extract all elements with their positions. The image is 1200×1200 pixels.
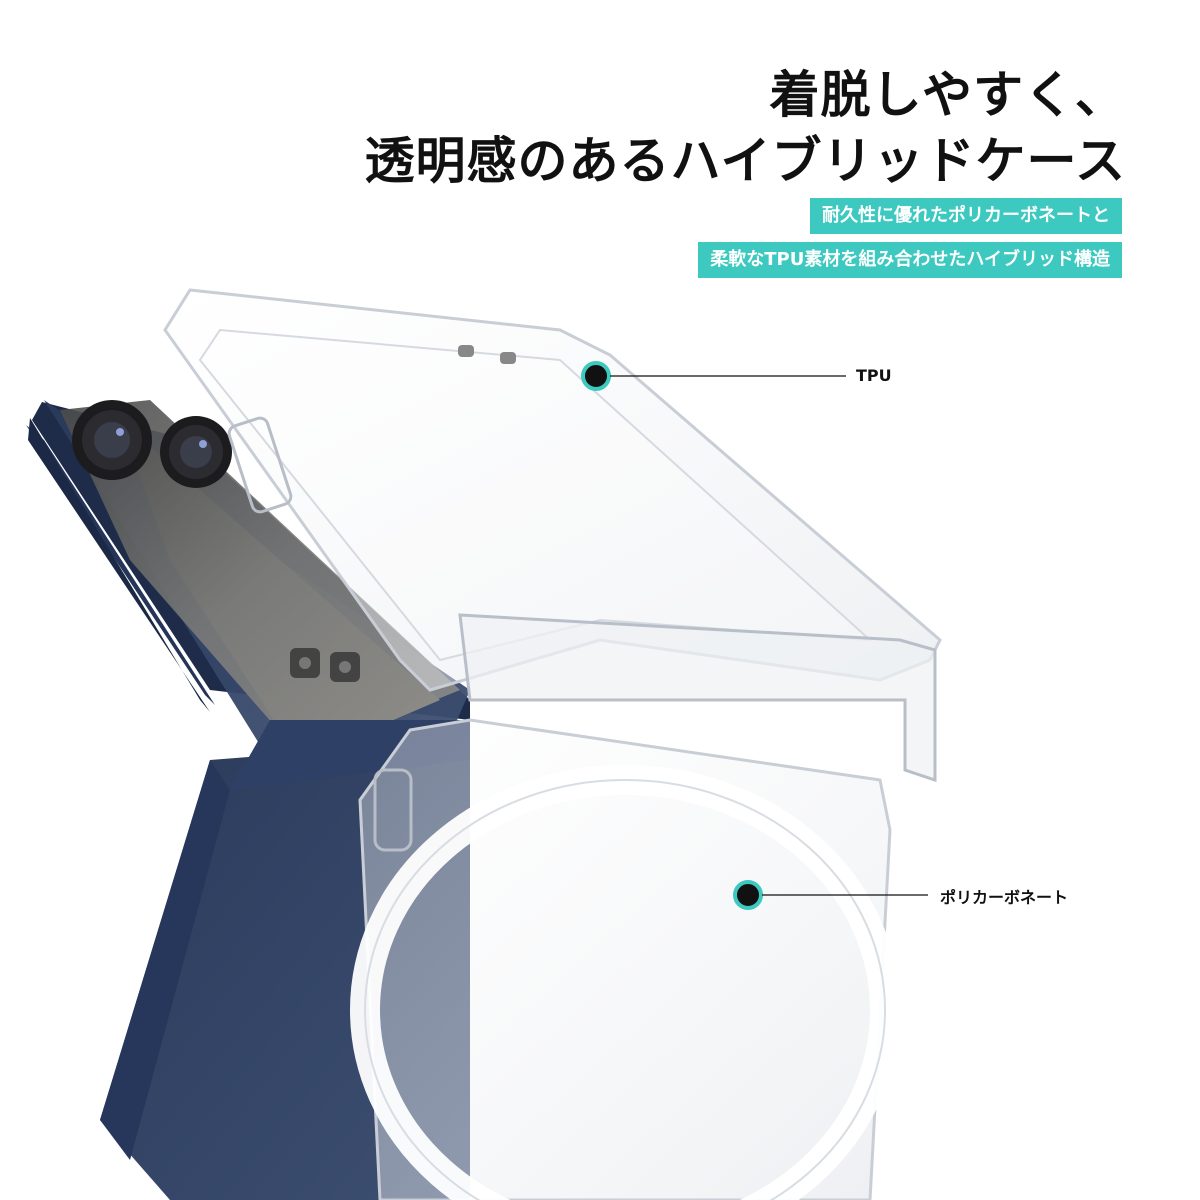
callout-label-tpu: TPU xyxy=(856,366,892,385)
headline-line-1: 着脱しやすく、 xyxy=(769,66,1126,124)
callout-label-polycarbonate: ポリカーボネート xyxy=(940,888,1069,907)
hinge-clear-guard xyxy=(290,613,937,783)
callout-line-polycarbonate xyxy=(733,880,928,910)
camera-lenses xyxy=(72,400,232,488)
headline: 着脱しやすく、 透明感のあるハイブリッドケース xyxy=(365,62,1127,194)
callout-line-tpu xyxy=(581,361,846,391)
feature-tag-1: 耐久性に優れたポリカーボネートと xyxy=(810,198,1122,234)
headline-line-2: 透明感のあるハイブリッドケース xyxy=(364,132,1126,190)
feature-tag-2: 柔軟なTPU素材を組み合わせたハイブリッド構造 xyxy=(698,242,1122,278)
polycarbonate-shell-lower xyxy=(350,718,900,1200)
phone-upper-half xyxy=(26,400,470,760)
